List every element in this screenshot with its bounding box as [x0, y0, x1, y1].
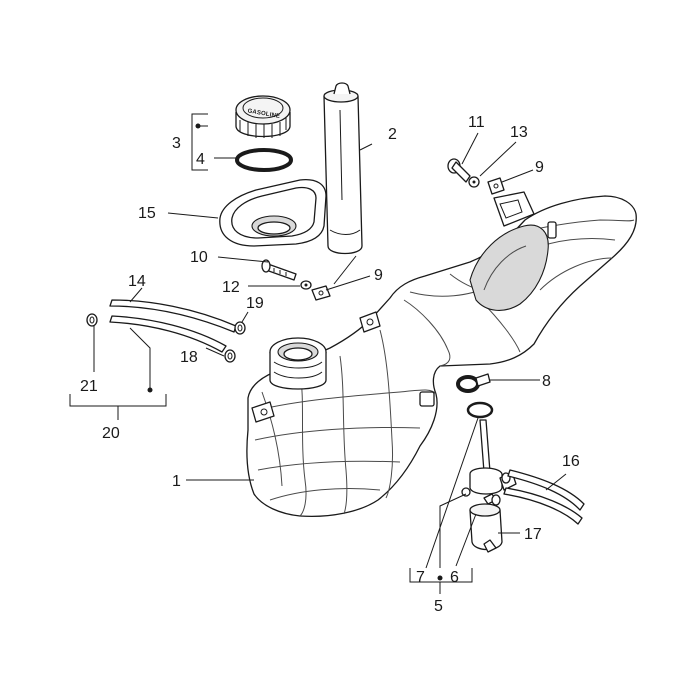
- washer-13[interactable]: [468, 176, 480, 188]
- callout-15: 15: [138, 205, 156, 222]
- o-ring-tap[interactable]: [466, 401, 494, 419]
- filler-pipe[interactable]: [323, 82, 363, 255]
- cap-lettering: GASOLINE: [247, 108, 280, 120]
- callout-12: 12: [222, 279, 240, 296]
- callout-20: 20: [102, 425, 120, 442]
- o-ring-cap[interactable]: [235, 148, 293, 172]
- callout-3: 3: [172, 135, 181, 152]
- callout-7: 7: [416, 569, 425, 586]
- callout-18: 18: [180, 349, 198, 366]
- fuel-hose[interactable]: [503, 469, 585, 525]
- hose-clamp-21[interactable]: [86, 313, 98, 327]
- callout-5: 5: [434, 598, 443, 615]
- clip-nut-upper[interactable]: [487, 177, 505, 195]
- callout-11: 11: [468, 114, 485, 131]
- callout-19: 19: [246, 295, 264, 312]
- bolt[interactable]: [261, 259, 297, 281]
- callout-labels: 1 2 3 4 5 6 7 8 9 9 10 11 12 13 14 15 16…: [80, 114, 580, 615]
- callout-21: 21: [80, 378, 98, 395]
- brackets: [69, 113, 473, 594]
- callout-14: 14: [128, 273, 146, 290]
- callout-2: 2: [388, 126, 397, 143]
- callout-9b: 9: [374, 267, 383, 284]
- filler-tray[interactable]: [219, 178, 327, 247]
- callout-4: 4: [196, 151, 205, 168]
- callout-16: 16: [562, 453, 580, 470]
- callout-1: 1: [172, 473, 181, 490]
- filler-cap[interactable]: GASOLINE: [235, 95, 291, 138]
- fuel-filter[interactable]: [469, 503, 503, 553]
- hose-clamp-19[interactable]: [234, 321, 246, 335]
- clip-nut-lower[interactable]: [311, 285, 331, 301]
- callout-8: 8: [542, 373, 551, 390]
- callout-6: 6: [450, 569, 459, 586]
- breather-hose[interactable]: [109, 299, 237, 353]
- callout-9a: 9: [535, 159, 544, 176]
- callout-13: 13: [510, 124, 528, 141]
- callout-10: 10: [190, 249, 208, 266]
- hose-clamp-18[interactable]: [224, 349, 236, 363]
- callout-17: 17: [524, 526, 542, 543]
- screw-11[interactable]: [447, 158, 471, 183]
- washer-12[interactable]: [300, 280, 312, 290]
- fuel-tank[interactable]: [246, 191, 637, 518]
- clamp-band[interactable]: [456, 373, 491, 393]
